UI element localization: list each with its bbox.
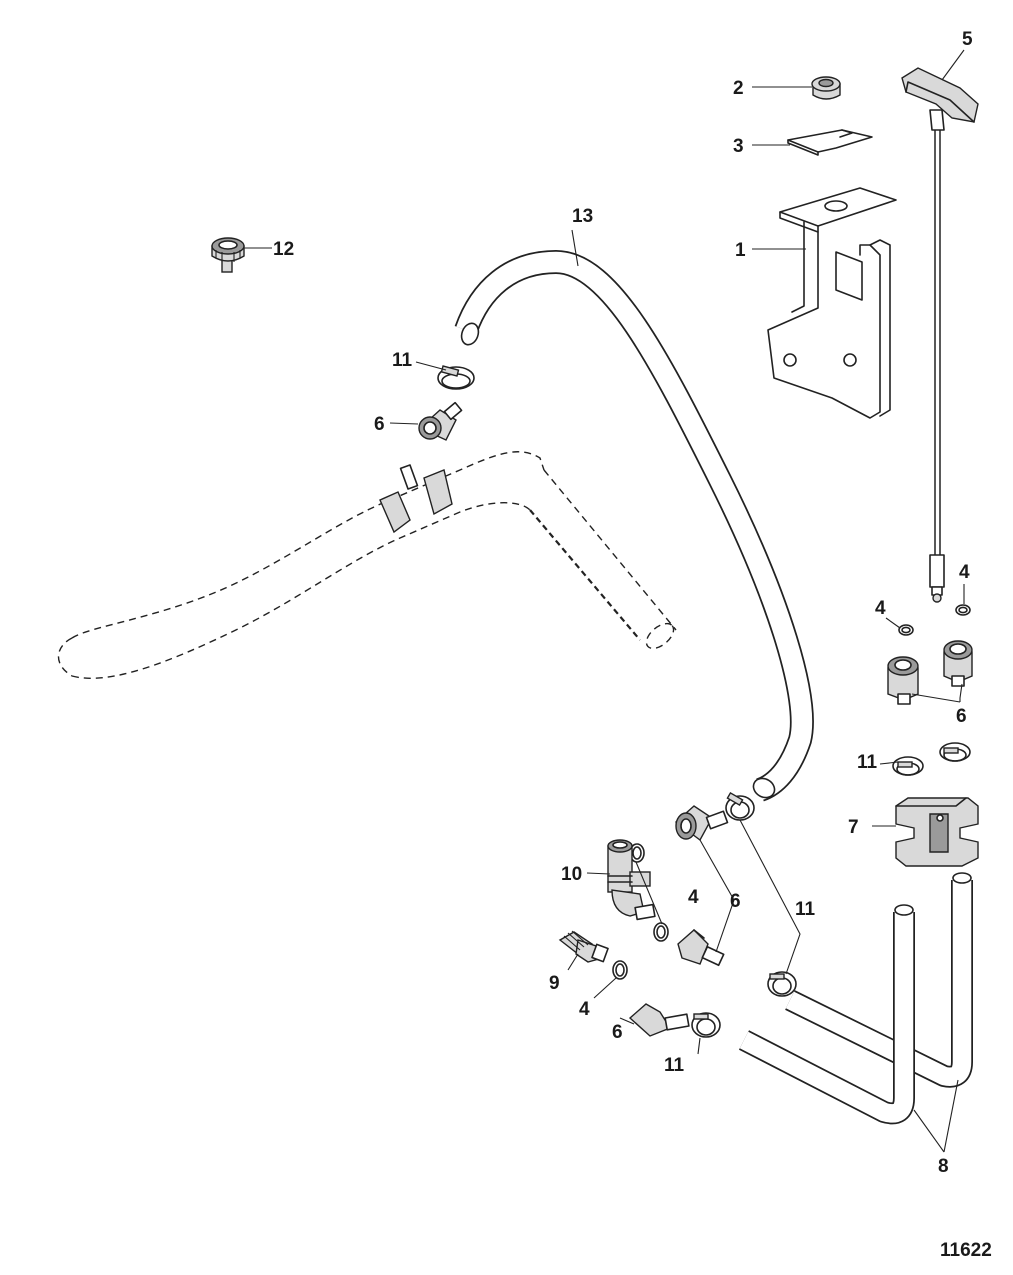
- part-9-threaded-adapter: [558, 930, 609, 963]
- part-2-plug: [811, 76, 841, 100]
- part-12-hose-adapter: [211, 237, 245, 273]
- phantom-hose: [57, 451, 677, 679]
- callout-8: 8: [938, 1156, 949, 1177]
- part-5-dipstick: [901, 67, 979, 603]
- part-7-clip: [895, 797, 979, 867]
- callout-6-right: 6: [956, 706, 967, 727]
- part-8-formed-hoses: [738, 872, 973, 1125]
- callout-6-mid: 6: [730, 891, 741, 912]
- callout-4-right: 4: [875, 598, 886, 619]
- callout-4-right-top: 4: [959, 562, 970, 583]
- part-4-o-rings: [612, 604, 971, 980]
- callout-2: 2: [733, 78, 744, 99]
- leader-lines: [244, 49, 965, 1153]
- part-6-fittings: [418, 401, 973, 1037]
- callout-4-lower: 4: [579, 999, 590, 1020]
- callout-11-right: 11: [857, 752, 878, 773]
- part-11-clamps: [437, 365, 971, 1038]
- callout-11-lower: 11: [664, 1055, 685, 1076]
- callout-3: 3: [733, 136, 744, 157]
- callout-7: 7: [848, 817, 859, 838]
- callout-6-upper: 6: [374, 414, 385, 435]
- callout-11-upper: 11: [392, 350, 413, 371]
- callout-5: 5: [962, 29, 973, 50]
- part-1-bracket: [767, 187, 897, 419]
- callout-10: 10: [561, 864, 582, 885]
- part-13-hose: [454, 249, 814, 802]
- callout-labels: 2 3 1 5 12 13 11 6 4 4 6 11 7 10 4 6 11 …: [273, 29, 973, 1177]
- callout-1: 1: [735, 240, 746, 261]
- callout-12: 12: [273, 239, 294, 260]
- callout-11-mid: 11: [795, 899, 816, 920]
- callout-6-lower: 6: [612, 1022, 623, 1043]
- callout-13: 13: [572, 206, 593, 227]
- callout-4-mid: 4: [688, 887, 699, 908]
- part-3-plate: [787, 129, 873, 156]
- part-10-tee-fitting: [607, 839, 656, 921]
- figure-number: 11622: [940, 1240, 992, 1261]
- callout-9: 9: [549, 973, 560, 994]
